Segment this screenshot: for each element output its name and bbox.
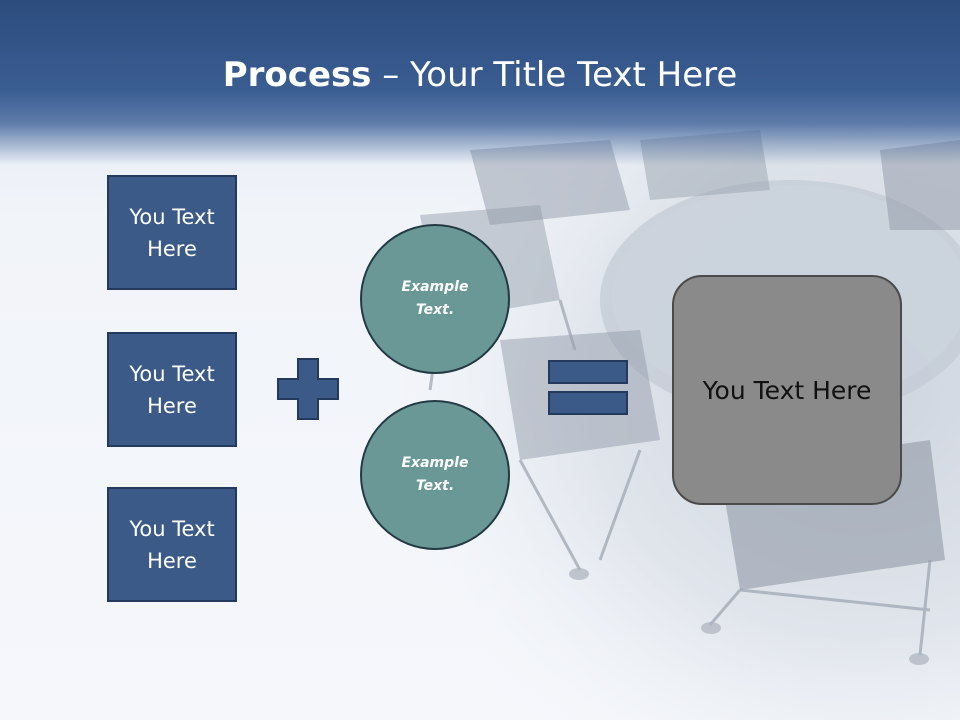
- text-box-3[interactable]: You Text Here: [107, 487, 237, 602]
- result-box[interactable]: You Text Here: [672, 275, 902, 505]
- title-bold: Process: [222, 55, 372, 95]
- plus-icon: [277, 358, 339, 420]
- header-band: [0, 0, 960, 165]
- slide-title: Process – Your Title Text Here: [0, 52, 960, 98]
- text-box-2[interactable]: You Text Here: [107, 332, 237, 447]
- title-rest: – Your Title Text Here: [371, 55, 738, 95]
- text-box-1[interactable]: You Text Here: [107, 175, 237, 290]
- equals-icon: [548, 360, 628, 415]
- example-circle-1[interactable]: Example Text.: [360, 224, 510, 374]
- example-circle-2[interactable]: Example Text.: [360, 400, 510, 550]
